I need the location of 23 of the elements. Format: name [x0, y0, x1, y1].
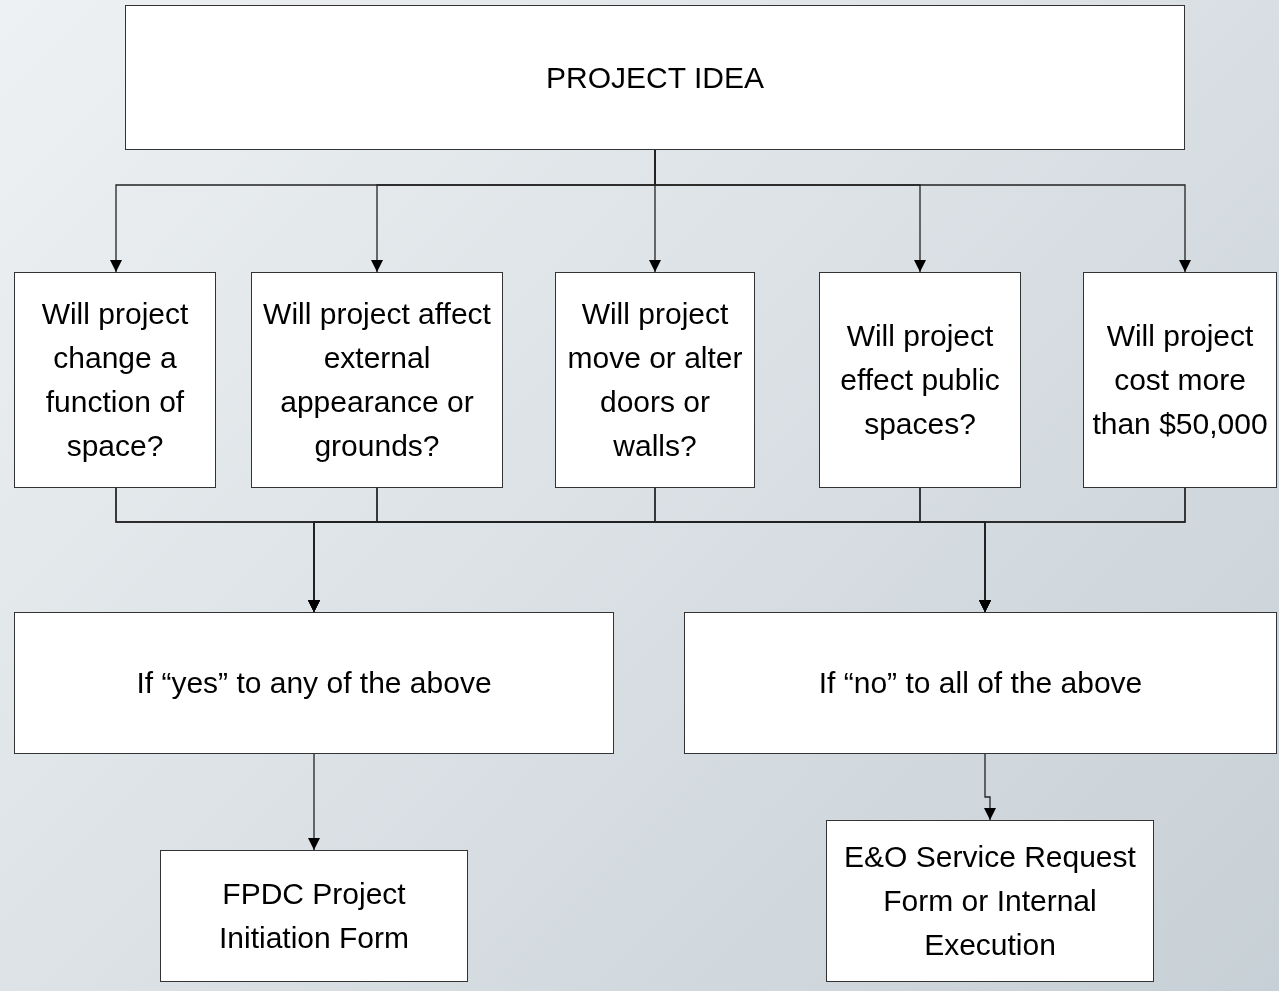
node-text: If “yes” to any of the above — [135, 665, 493, 701]
process-box — [684, 612, 1277, 754]
arrow — [308, 753, 320, 851]
process-box — [819, 272, 1021, 488]
node-text: Will project cost more than $50,000 — [1091, 318, 1269, 442]
node-text: FPDC Project Initiation Form — [217, 876, 411, 956]
process-box — [251, 272, 503, 488]
node-text: If “no” to all of the above — [817, 665, 1144, 701]
node-text: Will project move or alter doors or walls? — [566, 296, 744, 464]
arrow — [984, 753, 996, 821]
node-text: Will project effect public spaces? — [839, 318, 1001, 442]
node-text: Will project change a function of space? — [40, 296, 190, 464]
node-text: Will project affect external appearance or grounds? — [262, 296, 492, 464]
process-box — [160, 850, 468, 982]
process-box — [1083, 272, 1277, 488]
process-box — [826, 820, 1154, 982]
node-text: E&O Service Request Form or Internal Execution — [843, 839, 1137, 963]
process-box — [555, 272, 755, 488]
process-box — [14, 612, 614, 754]
node-text: PROJECT IDEA — [545, 59, 765, 96]
process-box — [14, 272, 216, 488]
arrow — [979, 487, 1186, 613]
process-box — [125, 5, 1185, 150]
